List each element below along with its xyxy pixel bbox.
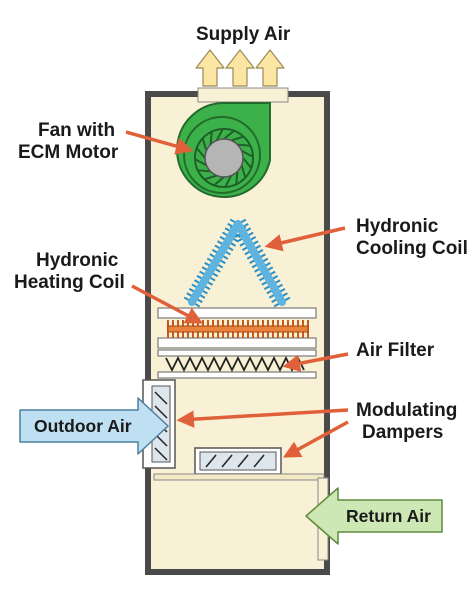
filter-callout-arrow [282,352,349,372]
outdoor-air-arrow [19,397,169,455]
damper-icon [194,447,282,475]
cooling-callout-arrow [264,226,346,252]
air-filter-label: Air Filter [356,340,435,361]
fan-icon [176,102,271,198]
return-damper-callout-arrow [282,420,349,458]
heating-callout-arrow [131,284,204,324]
return-section [153,473,325,481]
supply-air-label: Supply Air [196,24,291,45]
cooling-label-line2: Cooling Coil [356,238,468,259]
supply-opening [197,87,289,103]
cooling-coil-icon [183,218,291,308]
return-air-label: Return Air [346,506,431,526]
heating-label-line2: Heating Coil [14,272,125,293]
outdoor-damper-callout-arrow [176,408,349,428]
dampers-label-line2: Dampers [362,422,443,443]
fan-callout-arrow [125,130,194,155]
dampers-label-line1: Modulating [356,400,457,421]
heating-label-line1: Hydronic [36,250,119,271]
outdoor-air-label: Outdoor Air [34,416,132,436]
cooling-label-line1: Hydronic [356,216,439,237]
fan-label-line1: Fan with [38,120,115,141]
filter-icon [157,349,317,379]
return-air-arrow [305,487,443,545]
fan-label-line2: ECM Motor [18,142,119,163]
supply-arrow-icon [195,49,285,87]
